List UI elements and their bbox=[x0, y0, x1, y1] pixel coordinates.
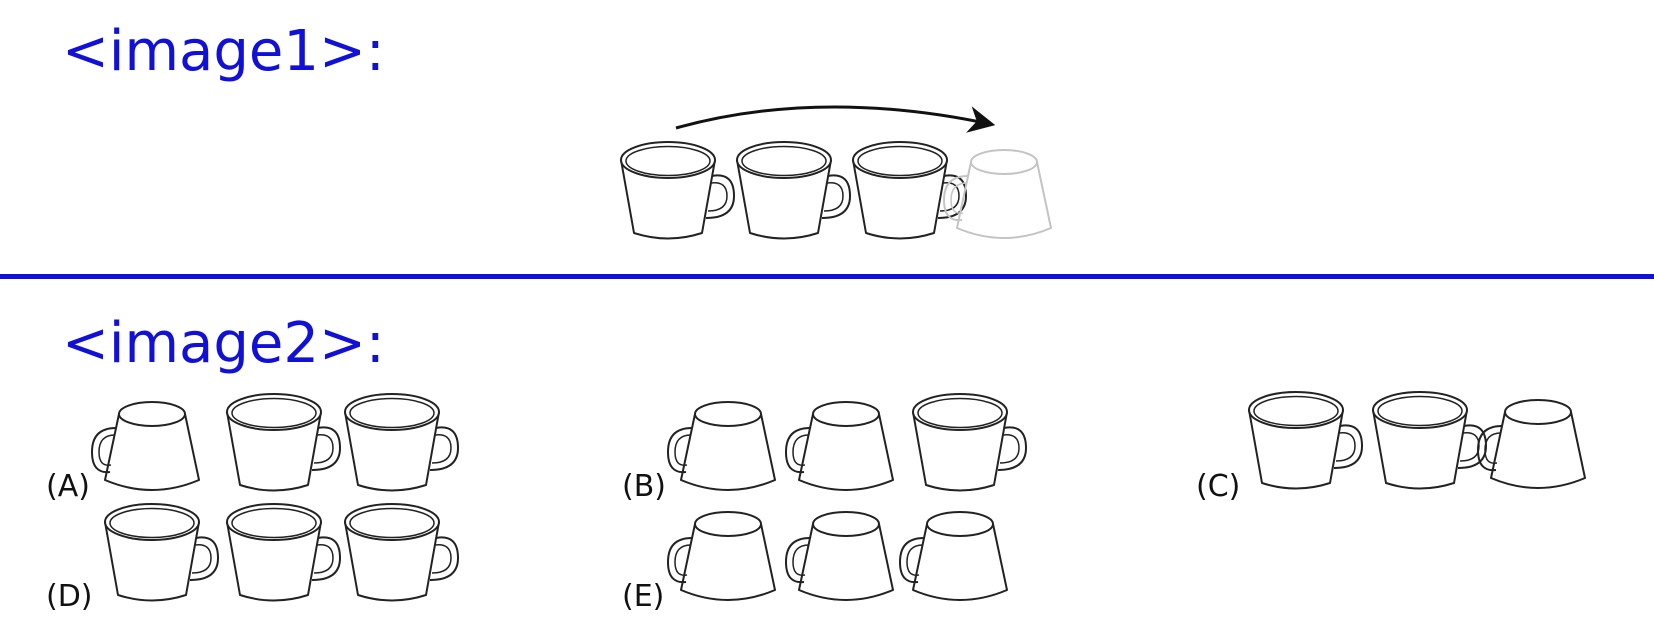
upright-cup-icon bbox=[344, 393, 460, 492]
upside-down-cup-icon bbox=[784, 401, 894, 491]
section-divider bbox=[0, 274, 1654, 279]
ghost-cup-icon bbox=[942, 149, 1052, 239]
upright-cup-icon bbox=[1372, 391, 1488, 490]
upright-cup-icon bbox=[912, 393, 1028, 492]
option-b-label[interactable]: (B) bbox=[622, 469, 666, 504]
upright-cup-icon bbox=[620, 141, 736, 240]
image2-label: <image2>: bbox=[62, 311, 385, 376]
upright-cup-icon bbox=[736, 141, 852, 240]
upright-cup-icon bbox=[104, 503, 220, 602]
sequence-cups bbox=[620, 141, 1052, 240]
option-d-label[interactable]: (D) bbox=[46, 579, 93, 614]
option-a-label[interactable]: (A) bbox=[46, 469, 90, 504]
option-e-label[interactable]: (E) bbox=[622, 579, 665, 614]
upside-down-cup-icon bbox=[784, 511, 894, 601]
upside-down-cup-icon bbox=[898, 511, 1008, 601]
upside-down-cup-icon bbox=[90, 401, 200, 491]
rotation-arrow-icon bbox=[675, 105, 996, 133]
upright-cup-icon bbox=[226, 393, 342, 492]
upside-down-cup-icon bbox=[666, 511, 776, 601]
upright-cup-icon bbox=[344, 503, 460, 602]
option-c-label[interactable]: (C) bbox=[1196, 469, 1241, 504]
upright-cup-icon bbox=[1248, 391, 1364, 490]
upright-cup-icon bbox=[226, 503, 342, 602]
image1-label: <image1>: bbox=[62, 19, 385, 84]
upside-down-cup-icon bbox=[1476, 399, 1586, 489]
upright-cup-icon bbox=[852, 141, 968, 240]
upside-down-cup-icon bbox=[666, 401, 776, 491]
option-cups bbox=[90, 391, 1586, 602]
